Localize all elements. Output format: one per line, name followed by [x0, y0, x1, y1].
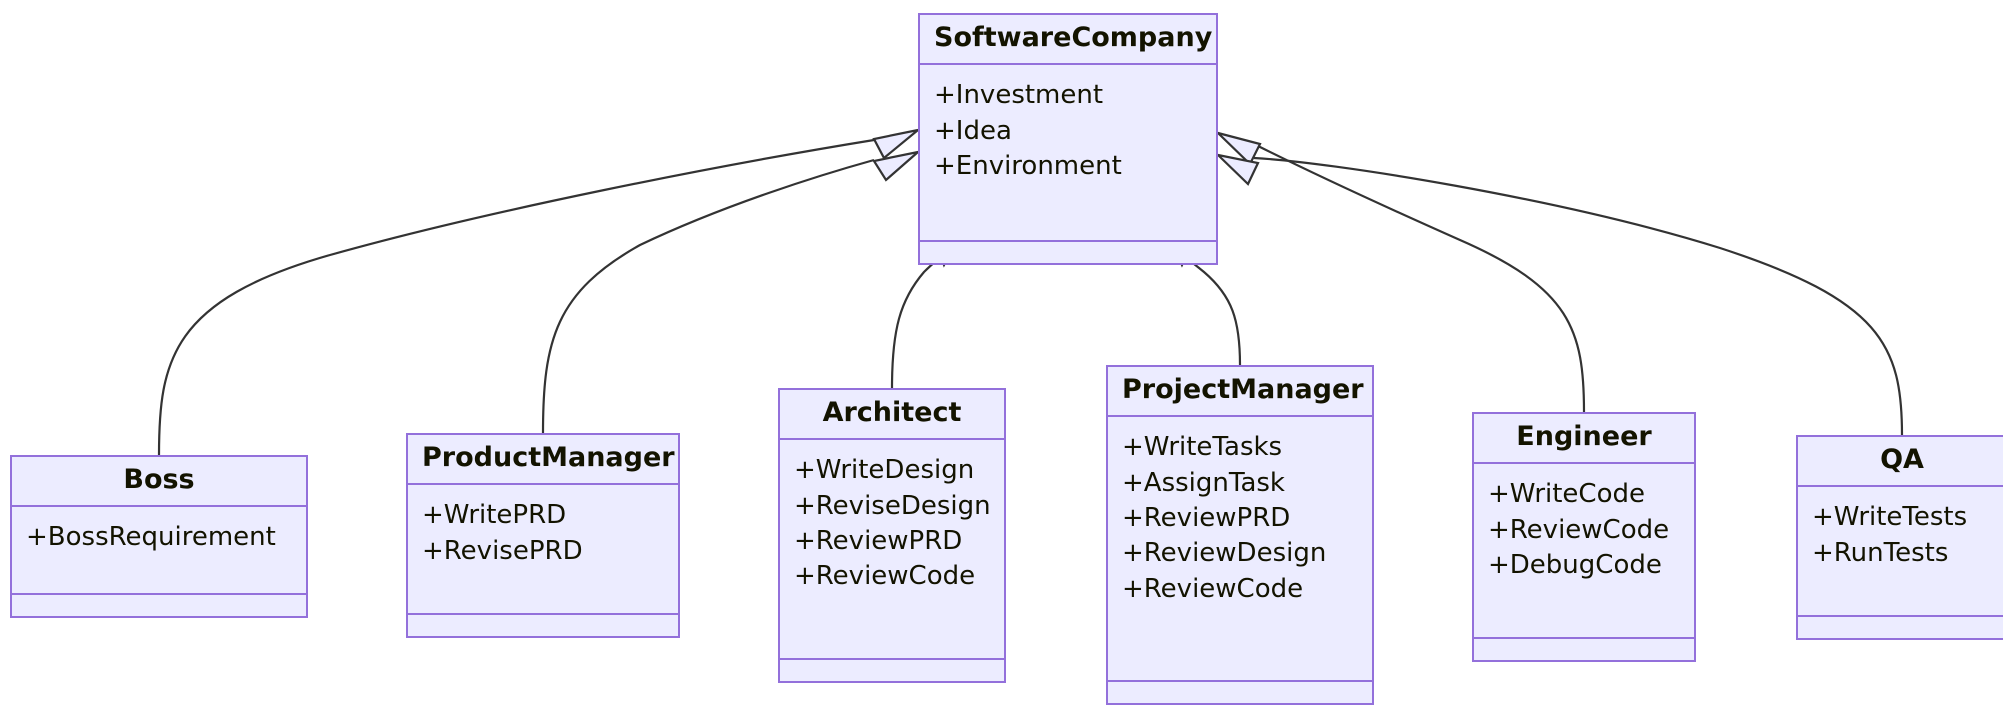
class-attribute: +WriteCode	[1488, 479, 1645, 510]
class-attribute: +RevisePRD	[422, 535, 583, 566]
class-attribute: +ReviewCode	[1488, 514, 1670, 545]
class-attribute: +ReviewCode	[1122, 573, 1304, 604]
class-node-engineer[interactable]: Engineer +WriteCode +ReviewCode +DebugCode	[1472, 412, 1696, 662]
class-attribute: +Idea	[934, 115, 1012, 146]
arrowhead-boss-inheritance-triangle-icon	[872, 128, 919, 160]
arrowhead-qa-inheritance-triangle-icon	[1214, 153, 1260, 186]
edge-projectmanager-softwarecompany	[1181, 253, 1242, 366]
class-title: QA	[1798, 437, 2003, 488]
class-attributes-section: +WriteCode +ReviewCode +DebugCode	[1474, 464, 1694, 639]
class-attribute: +Investment	[934, 80, 1104, 111]
class-methods-section	[920, 242, 1216, 263]
class-attribute: +ReviewDesign	[1122, 538, 1327, 569]
class-methods-section	[408, 615, 678, 636]
class-attribute: +ReviewPRD	[794, 525, 963, 556]
class-title: Engineer	[1474, 414, 1694, 465]
class-node-architect[interactable]: Architect +WriteDesign +ReviseDesign +Revie…	[778, 388, 1006, 683]
arrowhead-productmanager-inheritance-triangle-icon	[872, 150, 922, 182]
class-attributes-section: +WriteDesign +ReviseDesign +ReviewPRD +Revi…	[780, 440, 1004, 660]
class-attribute: +WritePRD	[422, 500, 567, 531]
class-attribute: +WriteDesign	[794, 455, 975, 486]
class-methods-section	[1474, 639, 1694, 660]
class-title: SoftwareCompany	[920, 15, 1216, 66]
class-node-projectmanager[interactable]: ProjectManager +WriteTasks +AssignTask +Rev…	[1106, 365, 1374, 705]
class-methods-section	[780, 660, 1004, 681]
class-methods-section	[1108, 682, 1372, 703]
edge-boss-softwarecompany	[157, 138, 875, 456]
class-attribute: +RunTests	[1812, 537, 1949, 568]
class-methods-section	[12, 595, 306, 616]
class-attribute: +WriteTests	[1812, 502, 1968, 533]
class-title: ProductManager	[408, 435, 678, 486]
arrowhead-engineer-inheritance-triangle-icon	[1214, 130, 1262, 166]
class-node-qa[interactable]: QA +WriteTests +RunTests	[1796, 435, 2003, 640]
class-node-boss[interactable]: Boss +BossRequirement	[10, 455, 308, 618]
class-attribute: +DebugCode	[1488, 549, 1662, 580]
class-attributes-section: +WritePRD +RevisePRD	[408, 485, 678, 615]
class-attributes-section: +WriteTests +RunTests	[1798, 487, 2003, 617]
class-node-softwarecompany[interactable]: SoftwareCompany +Investment +Idea +Environm…	[918, 13, 1218, 265]
class-attribute: +Environment	[934, 150, 1122, 181]
class-attributes-section: +BossRequirement	[12, 507, 306, 595]
edge-architect-softwarecompany	[890, 253, 945, 389]
class-attributes-section: +Investment +Idea +Environment	[920, 65, 1216, 242]
class-node-productmanager[interactable]: ProductManager +WritePRD +RevisePRD	[406, 433, 680, 638]
class-attributes-section: +WriteTasks +AssignTask +ReviewPRD +ReviewD…	[1108, 417, 1372, 682]
class-title: ProjectManager	[1108, 367, 1372, 418]
class-attribute: +ReviewPRD	[1122, 502, 1291, 533]
class-methods-section	[1798, 617, 2003, 638]
class-attribute: +BossRequirement	[26, 522, 276, 553]
class-attribute: +AssignTask	[1122, 467, 1285, 498]
class-title: Architect	[780, 390, 1004, 441]
class-title: Boss	[12, 457, 306, 508]
class-attribute: +ReviseDesign	[794, 490, 991, 521]
class-attribute: +WriteTasks	[1122, 432, 1283, 463]
class-attribute: +ReviewCode	[794, 561, 976, 592]
